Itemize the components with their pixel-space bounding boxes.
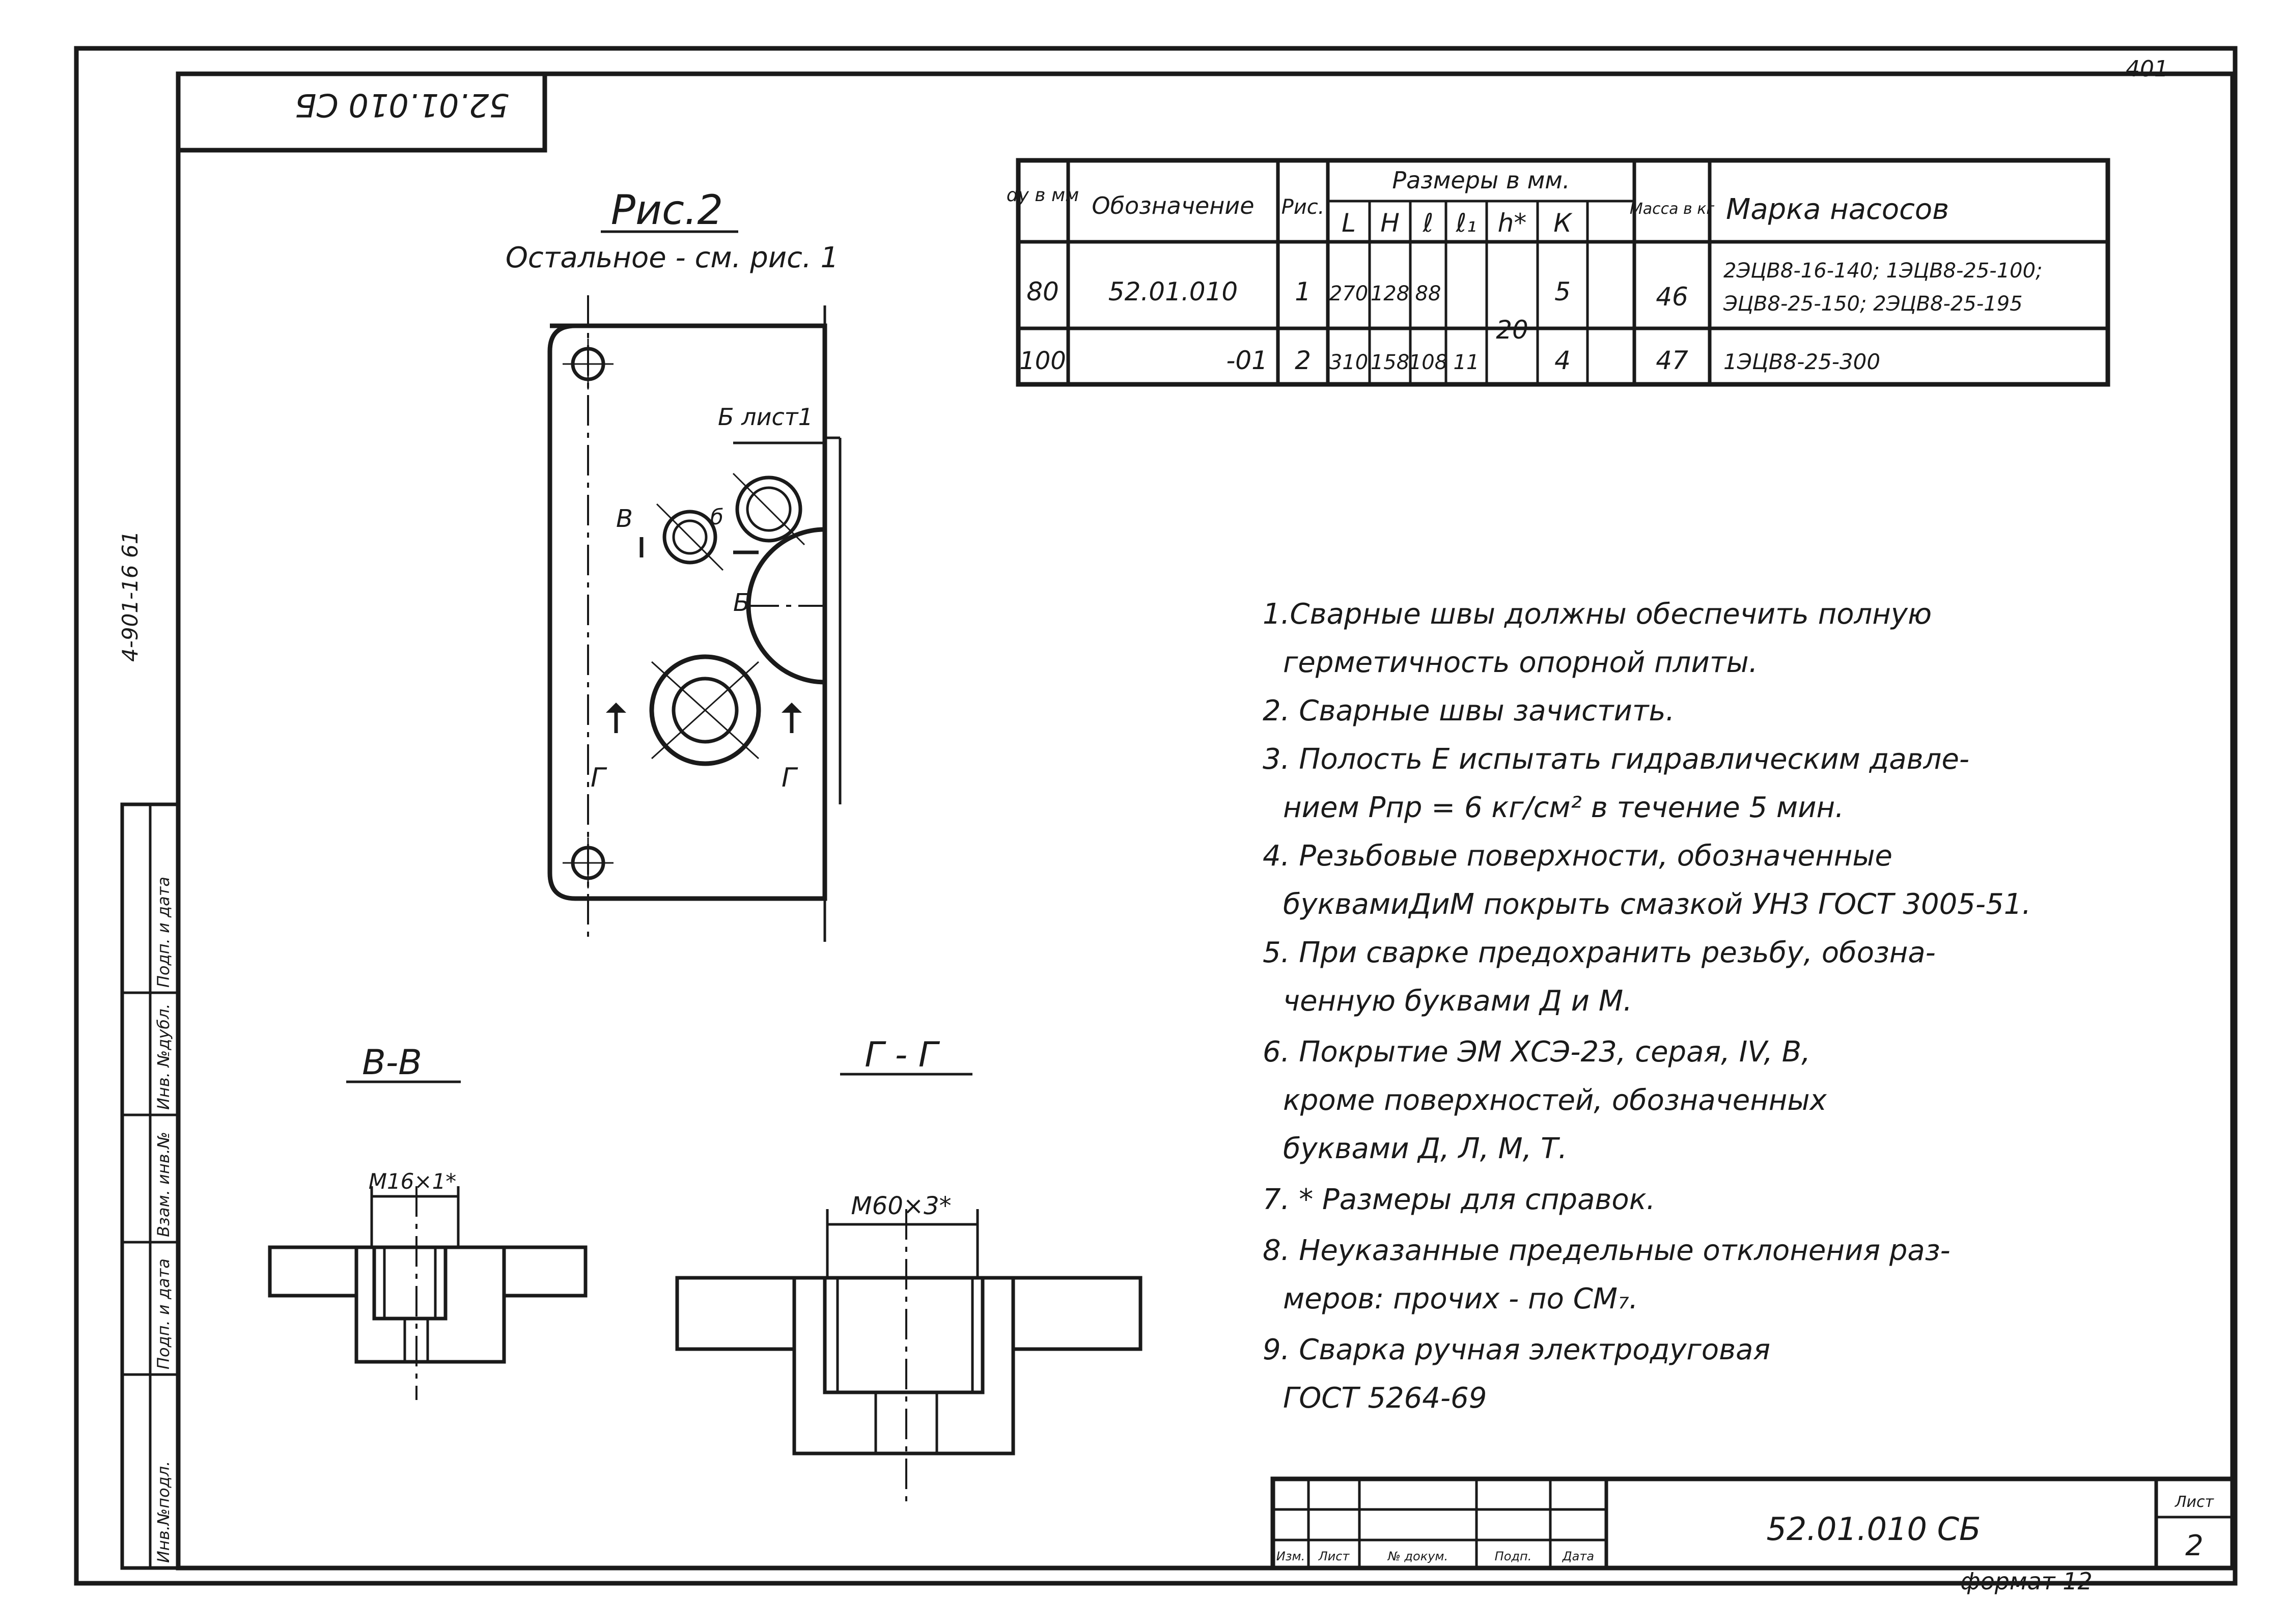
format-label: формат 12 xyxy=(1960,1567,2093,1595)
th-dy: dy в мм xyxy=(1007,185,1079,206)
note-line-7: 5. При сварке предохранить резьбу, обозн… xyxy=(1263,936,1936,969)
section-vv-thread: М16×1* xyxy=(369,1169,457,1194)
th-mass: Масса в кг xyxy=(1630,200,1715,218)
section-gg xyxy=(675,1209,1142,1507)
shared-l1: 11 xyxy=(1454,351,1480,374)
tb-designation: 52.01.010 СБ xyxy=(1766,1510,1981,1548)
tb-col-2: № докум. xyxy=(1387,1549,1448,1563)
r1-fig: 1 xyxy=(1295,277,1311,306)
rotated-stamp: 52.01.010 СБ xyxy=(295,87,509,124)
r1-dy: 80 xyxy=(1026,277,1059,306)
label-g-right: Г xyxy=(782,763,798,793)
note-line-16: ГОСТ 5264-69 xyxy=(1283,1382,1487,1415)
note-line-5: 4. Резьбовые поверхности, обозначенные xyxy=(1263,839,1892,873)
note-line-2: 2. Сварные швы зачистить. xyxy=(1263,694,1675,727)
shared-h: 20 xyxy=(1496,315,1528,345)
th-h: h* xyxy=(1498,208,1527,238)
note-line-0: 1.Сварные швы должны обеспечить полную xyxy=(1263,598,1932,631)
th-l: ℓ xyxy=(1423,208,1434,238)
strip-label-4: Подп. и дата xyxy=(154,877,173,988)
th-H: H xyxy=(1380,208,1400,238)
tb-sheet-label: Лист xyxy=(2175,1493,2215,1511)
r2-pumps-1: 1ЭЦВ8-25-300 xyxy=(1723,349,1880,374)
note-line-4: нием Рпр = 6 кг/см² в течение 5 мин. xyxy=(1283,791,1844,824)
r2-mass: 47 xyxy=(1656,346,1688,375)
side-code: 4-901-16 61 xyxy=(118,531,143,662)
r1-pumps-1: 2ЭЦВ8-16-140; 1ЭЦВ8-25-100; xyxy=(1723,259,2043,283)
note-line-1: герметичность опорной плиты. xyxy=(1283,646,1758,679)
label-v: В xyxy=(616,505,633,533)
outer-frame xyxy=(74,46,2238,1586)
tb-col-0: Изм. xyxy=(1276,1549,1305,1563)
r2-H: 158 xyxy=(1371,351,1409,374)
strip-label-1: Подп. и дата xyxy=(154,1258,173,1369)
note-line-15: 9. Сварка ручная электродуговая xyxy=(1263,1333,1770,1366)
label-b-sheet: Б лист1 xyxy=(718,403,813,431)
title-block: Изм. Лист № докум. Подп. Дата 52.01.010 … xyxy=(1270,1476,2235,1571)
th-designation: Обозначение xyxy=(1092,192,1254,219)
note-line-11: буквами Д, Л, М, Т. xyxy=(1283,1132,1567,1165)
th-L: L xyxy=(1342,208,1356,238)
stamp-box xyxy=(176,71,547,153)
note-line-12: 7. * Размеры для справок. xyxy=(1263,1183,1655,1216)
r1-K: 5 xyxy=(1554,277,1571,306)
note-line-10: кроме поверхностей, обозначенных xyxy=(1283,1084,1827,1117)
label-b-small: б xyxy=(710,505,723,529)
th-K: К xyxy=(1553,208,1573,238)
r1-l: 88 xyxy=(1415,282,1441,305)
r2-fig: 2 xyxy=(1295,346,1311,375)
note-line-3: 3. Полость Е испытать гидравлическим дав… xyxy=(1263,743,1969,776)
r1-H: 128 xyxy=(1371,282,1409,305)
r2-L: 310 xyxy=(1329,351,1368,374)
r2-dy: 100 xyxy=(1019,347,1066,375)
th-pumps: Марка насосов xyxy=(1726,193,1949,226)
r1-mass: 46 xyxy=(1656,282,1688,312)
note-line-14: меров: прочих - по СМ₇. xyxy=(1283,1282,1638,1315)
th-dims: Размеры в мм. xyxy=(1392,166,1570,194)
tb-col-3: Подп. xyxy=(1495,1549,1532,1563)
note-line-6: буквамиДиМ покрыть смазкой УНЗ ГОСТ 3005… xyxy=(1283,888,2031,921)
side-strip: Инв.№подл. Подп. и дата Взам. инв.№ Инв.… xyxy=(120,802,180,1570)
plan-view xyxy=(547,295,842,942)
page-number: 401 xyxy=(2126,56,2168,82)
section-vv xyxy=(268,1186,588,1400)
tb-sheet-number: 2 xyxy=(2185,1529,2204,1562)
section-gg-title: Г - Г xyxy=(865,1035,940,1075)
r2-designation: -01 xyxy=(1226,346,1268,375)
label-g-left: Г xyxy=(591,763,607,793)
th-l1: ℓ₁ xyxy=(1456,208,1477,238)
tb-col-4: Дата xyxy=(1562,1549,1594,1563)
section-vv-title: В-В xyxy=(362,1043,422,1083)
note-line-13: 8. Неуказанные предельные отклонения раз… xyxy=(1263,1234,1950,1267)
note-line-9: 6. Покрытие ЭМ ХСЭ-23, серая, IV, В, xyxy=(1263,1035,1810,1069)
r2-l: 108 xyxy=(1409,351,1447,374)
strip-label-2: Взам. инв.№ xyxy=(154,1132,173,1237)
figure-subtitle: Остальное - см. рис. 1 xyxy=(506,241,839,274)
th-fig: Рис. xyxy=(1281,195,1325,219)
r1-designation: 52.01.010 xyxy=(1108,277,1238,306)
r1-pumps-2: ЭЦВ8-25-150; 2ЭЦВ8-25-195 xyxy=(1723,292,2023,316)
section-gg-thread: М60×3* xyxy=(851,1192,951,1220)
label-b-lower: Б xyxy=(733,589,750,617)
note-line-8: ченную буквами Д и М. xyxy=(1283,985,1632,1018)
r2-K: 4 xyxy=(1554,346,1571,375)
spec-table xyxy=(1016,158,2110,387)
strip-label-3: Инв. №дубл. xyxy=(154,1003,173,1110)
strip-label-0: Инв.№подл. xyxy=(154,1461,173,1563)
notes-block: 1.Сварные швы должны обеспечить полную г… xyxy=(1263,598,2031,1415)
r1-L: 270 xyxy=(1329,282,1368,305)
tb-col-1: Лист xyxy=(1318,1549,1350,1563)
figure-title: Рис.2 xyxy=(611,186,723,234)
